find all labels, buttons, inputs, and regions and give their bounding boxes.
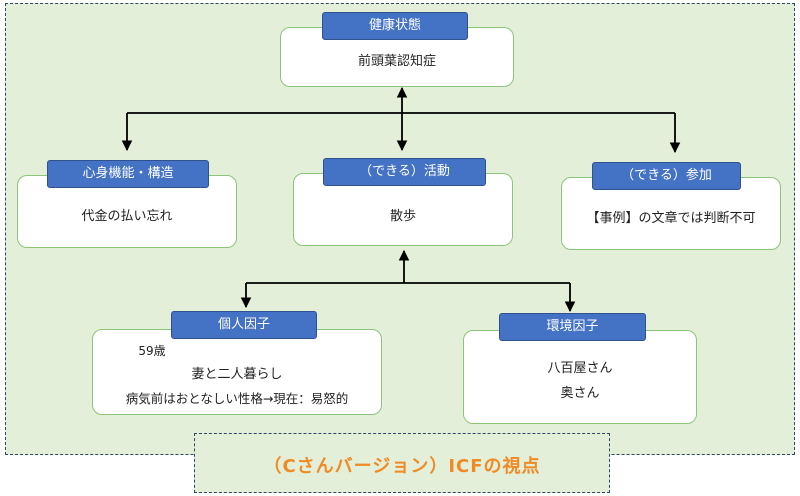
environment-factor-line: 八百屋さん — [547, 361, 613, 376]
environment-factors-box: 八百屋さん 奥さん — [463, 330, 697, 424]
personal-factors-header: 個人因子 — [171, 311, 317, 339]
health-condition-header: 健康状態 — [322, 12, 468, 40]
participation-header: （できる）参加 — [592, 162, 741, 190]
body-function-header: 心身機能・構造 — [47, 160, 209, 188]
activity-header: （できる）活動 — [323, 158, 486, 186]
environment-factors-header: 環境因子 — [499, 313, 646, 341]
personal-factors-box: 59歳 妻と二人暮らし 病気前はおとなしい性格→現在：易怒的 — [92, 329, 382, 415]
footer-banner: （Cさんバージョン）ICFの視点 — [194, 433, 610, 493]
personal-factor-line: 妻と二人暮らし — [191, 367, 283, 382]
participation-text: 【事例】の文章では判断不可 — [586, 211, 756, 226]
activity-text: 散歩 — [389, 209, 416, 224]
body-function-text: 代金の払い忘れ — [81, 209, 173, 224]
personal-factor-line: 病気前はおとなしい性格→現在：易怒的 — [125, 391, 349, 406]
environment-factor-line: 奥さん — [560, 386, 600, 401]
footer-title: （Cさんバージョン）ICFの視点 — [263, 456, 541, 477]
personal-factor-line: 59歳 — [138, 344, 166, 358]
health-condition-text: 前頭葉認知症 — [357, 54, 436, 69]
